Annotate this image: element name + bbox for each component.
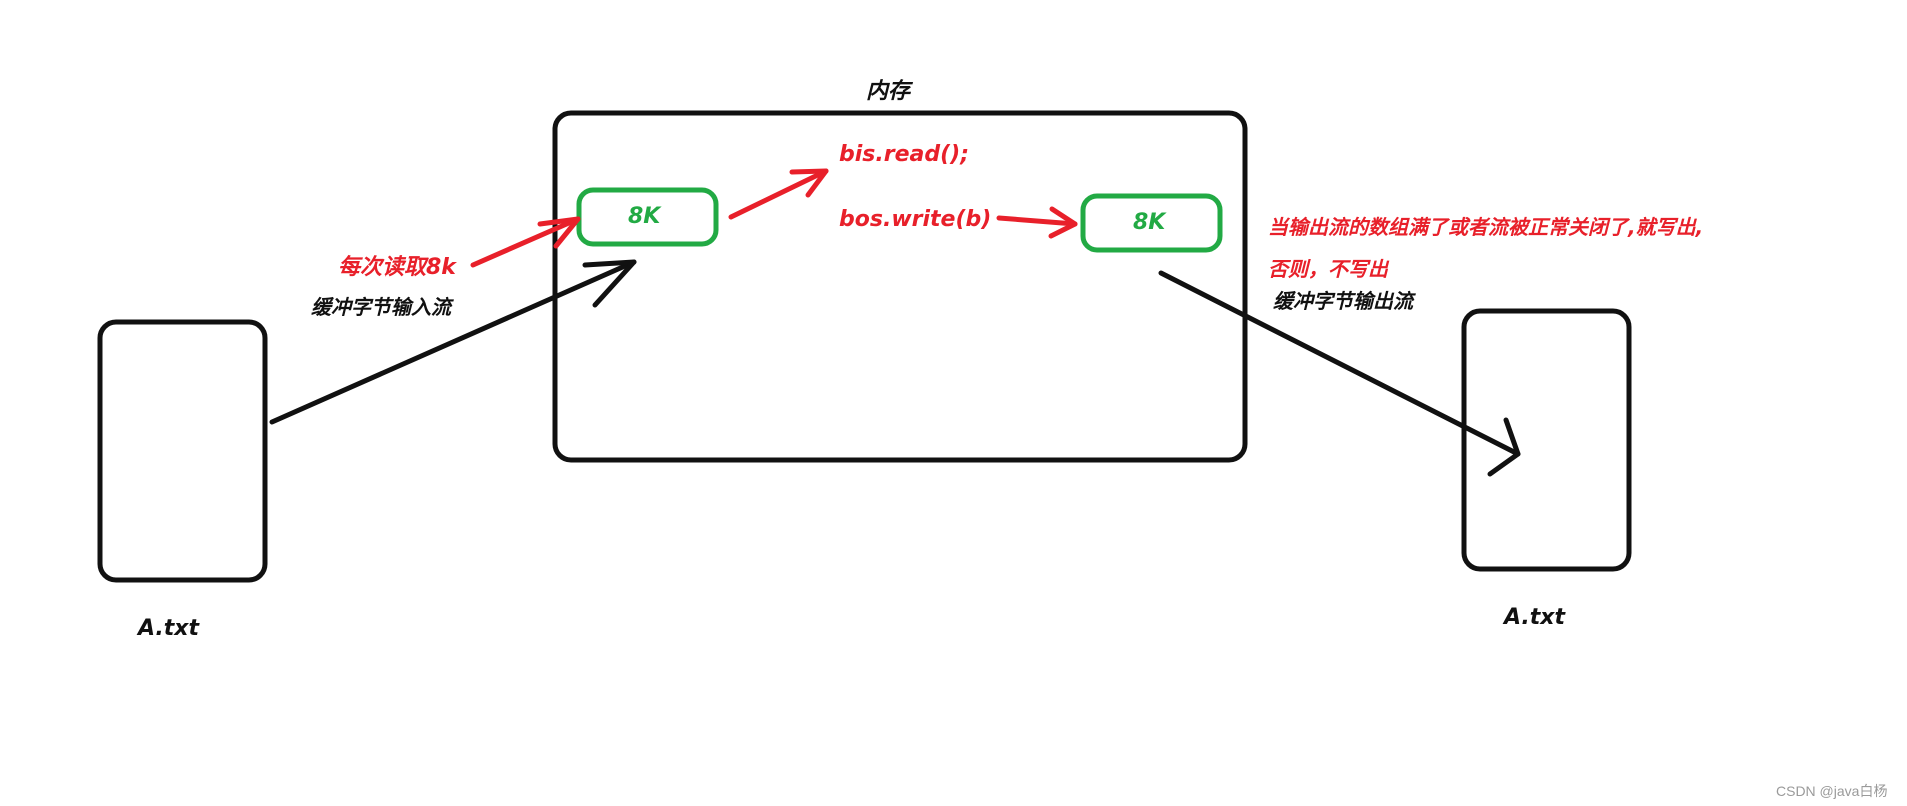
- input-buffer-label: 8K: [628, 204, 661, 229]
- input-stream-arrow: [269, 259, 637, 425]
- flush-rule-line2: 否则，不写出: [1268, 257, 1388, 281]
- output-buffer-box: [1080, 193, 1223, 253]
- output-stream-arrow: [1158, 270, 1521, 477]
- read-each-label: 每次读取8k: [338, 255, 456, 280]
- source-file-box: [97, 319, 268, 583]
- read-call-label: bis.read();: [839, 142, 970, 167]
- target-file-label: A.txt: [1504, 605, 1566, 630]
- flush-rule-line1: 当输出流的数组满了或者流被正常关闭了,就写出,: [1268, 215, 1704, 239]
- read-call-arrow: [728, 168, 829, 220]
- source-file-label: A.txt: [138, 616, 200, 641]
- output-buffer-label: 8K: [1133, 210, 1166, 235]
- write-call-label: bos.write(b): [839, 207, 992, 232]
- memory-label: 内存: [866, 79, 911, 104]
- target-file-box: [1461, 308, 1632, 572]
- read-each-arrow: [470, 216, 581, 268]
- input-stream-label: 缓冲字节输入流: [311, 295, 451, 319]
- watermark: CSDN @java白杨: [1776, 783, 1888, 799]
- output-stream-label: 缓冲字节输出流: [1273, 289, 1413, 313]
- memory-box: [552, 110, 1248, 463]
- write-call-arrow: [996, 206, 1078, 239]
